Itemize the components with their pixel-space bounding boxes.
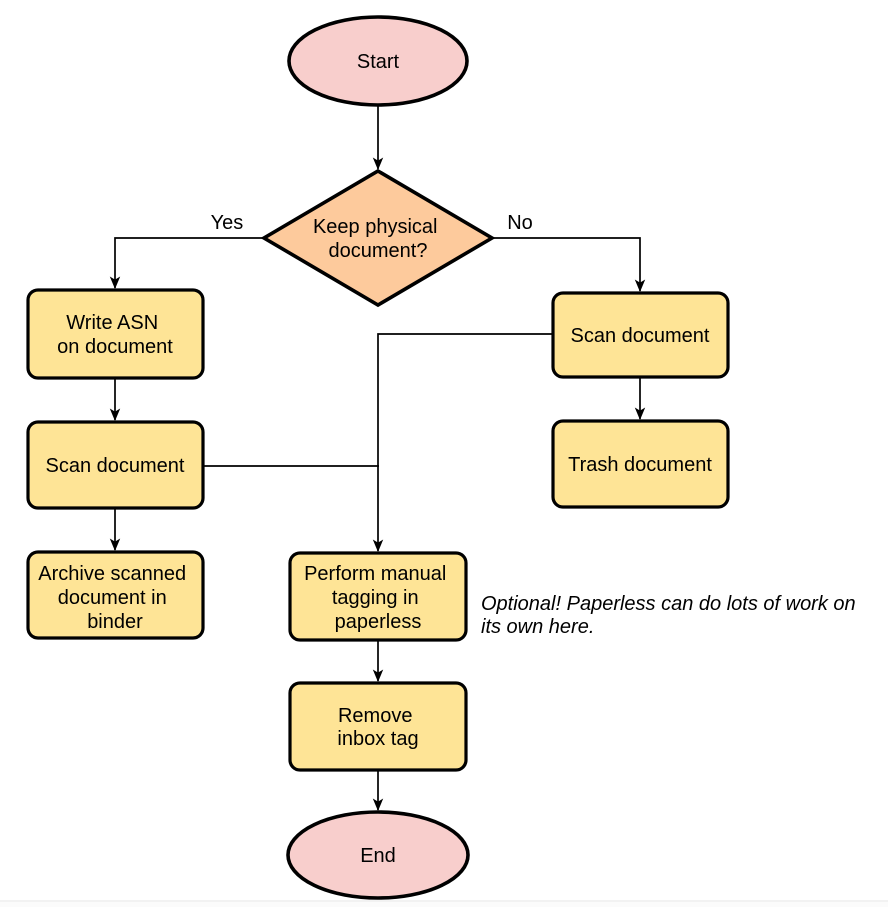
process-manual-tagging: [288, 551, 468, 642]
optional-annotation: Optional! Paperless can do lots of work …: [481, 593, 861, 638]
arrow-yes-to-write-asn: [109, 237, 264, 290]
archive-line1: Archive scanned: [38, 563, 186, 585]
process-scan-document-right: [551, 291, 730, 379]
process-scan-document-right-label: Scan document: [571, 325, 710, 347]
process-scan-document-left: [26, 420, 205, 510]
process-archive-binder: [26, 550, 205, 640]
annotation-line2: its own here.: [481, 616, 594, 638]
process-remove-inbox-tag-label: Remove inbox tag: [337, 705, 418, 750]
process-manual-tagging-label: Perform manual tagging in paperless: [304, 563, 452, 633]
no-branch-label: No: [507, 212, 533, 234]
write-asn-line1: Write ASN: [66, 312, 158, 334]
decision-label-line1: Keep physical: [313, 216, 438, 238]
remove-inbox-line2: inbox tag: [337, 728, 418, 750]
arrow-no-to-scan-right: [492, 237, 646, 293]
process-trash-document: [551, 419, 730, 509]
decision-keep-physical-label: Keep physical document?: [313, 216, 443, 262]
end-node-label: End: [360, 845, 396, 867]
tagging-line1: Perform manual: [304, 563, 446, 585]
process-archive-binder-label: Archive scanned document in binder: [38, 563, 191, 633]
page-bottom-strip: [0, 901, 888, 907]
process-write-asn: [26, 288, 205, 380]
tagging-line2: tagging in: [332, 587, 419, 609]
archive-line3: binder: [87, 611, 143, 633]
remove-inbox-line1: Remove: [338, 705, 412, 727]
end-node: [286, 810, 470, 900]
decision-label-line2: document?: [329, 240, 428, 262]
write-asn-line2: on document: [57, 336, 173, 358]
annotation-line1: Optional! Paperless can do lots of work …: [481, 593, 856, 615]
process-write-asn-label: Write ASN on document: [57, 312, 173, 358]
decision-keep-physical-document: [260, 168, 496, 308]
start-node-label: Start: [357, 51, 400, 73]
yes-branch-label: Yes: [211, 212, 244, 234]
process-remove-inbox-tag: [288, 681, 468, 772]
start-node: [287, 15, 469, 107]
tagging-line3: paperless: [335, 611, 422, 633]
archive-line2: document in: [58, 587, 167, 609]
process-trash-document-label: Trash document: [568, 454, 712, 476]
process-scan-document-left-label: Scan document: [46, 455, 185, 477]
arrow-scan-right-to-tagging: [372, 333, 553, 553]
